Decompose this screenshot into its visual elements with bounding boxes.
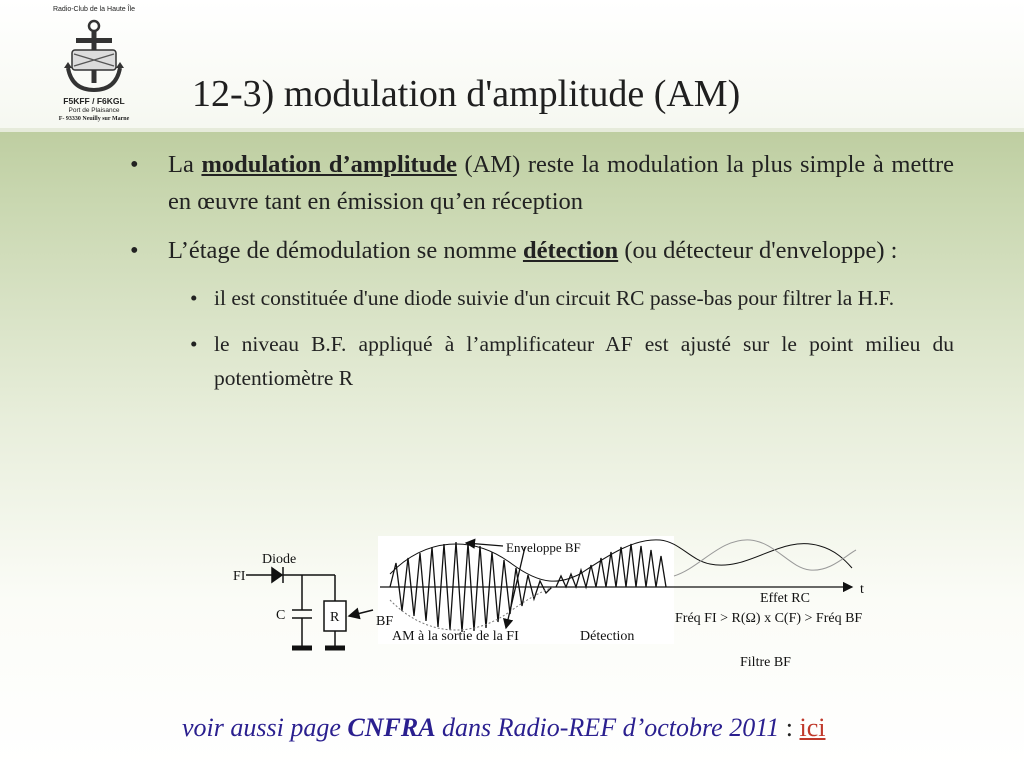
envelope-arrow (464, 538, 504, 549)
envelope-curve-lower (389, 586, 555, 631)
effet-rc-label: Effet RC (760, 591, 810, 606)
detection-label: Détection (580, 629, 634, 644)
club-logo: Radio-Club de la Haute Île F5KFF / F6KGL… (42, 6, 146, 122)
bullet-text: (AM) reste la modulation la plus simple … (168, 151, 954, 215)
bullet-glyph: • (130, 151, 139, 178)
logo-address: F- 93330 Neuilly sur Marne (58, 116, 130, 122)
footer-reference: voir aussi page CNFRA dans Radio-REF d’o… (182, 713, 826, 743)
bullet-glyph: • (190, 286, 198, 310)
logo-club-name: Radio-Club de la Haute Île (52, 6, 136, 13)
header (0, 0, 1024, 128)
frequency-condition: Fréq FI > R(Ω) x C(F) > Fréq BF (675, 611, 862, 626)
slide-title: 12-3) modulation d'amplitude (AM) (192, 73, 741, 115)
bullet-list: • La modulation d’amplitude (AM) reste l… (130, 146, 954, 407)
detection-panel (554, 536, 674, 644)
bullet-glyph: • (190, 332, 198, 356)
footer-text: dans Radio-REF d’octobre 2011 (435, 713, 780, 742)
footer-colon: : (779, 713, 800, 742)
detected-half-wave (555, 543, 667, 590)
logo-port: Port de Plaisance (68, 107, 120, 114)
bullet-glyph: • (130, 237, 139, 264)
t-axis-label: t (860, 582, 864, 597)
bullet-text: L’étage de démodulation se nomme (168, 237, 523, 264)
footer-text: voir aussi page (182, 713, 348, 742)
fi-label: FI (233, 569, 246, 584)
envelope-label: Enveloppe BF (506, 540, 581, 555)
resistor-label: R (330, 610, 340, 625)
filtered-output-wave (673, 539, 857, 577)
footer-cnfra: CNFRA (347, 713, 436, 742)
sub-bullet-text: le niveau B.F. appliqué à l’amplificateu… (214, 332, 954, 390)
detector-circuit (246, 566, 374, 651)
bullet-item: • La modulation d’amplitude (AM) reste l… (130, 146, 954, 220)
sub-bullet-item: • il est constituée d'une diode suivie d… (190, 281, 954, 315)
bf-label: BF (376, 614, 393, 629)
sub-bullet-text: il est constituée d'une diode suivie d'u… (214, 286, 895, 310)
envelope-arrow (503, 546, 526, 630)
bullet-text: La (168, 151, 202, 178)
header-divider (0, 128, 1024, 132)
am-output-label: AM à la sortie de la FI (392, 629, 519, 644)
sub-bullet-item: • le niveau B.F. appliqué à l’amplificat… (190, 327, 954, 395)
bullet-text: (ou détecteur d'enveloppe) : (618, 237, 898, 264)
bullet-emphasis: modulation d’amplitude (201, 151, 457, 178)
filtre-bf-label: Filtre BF (740, 655, 791, 670)
envelope-curve (389, 539, 853, 582)
diode-label: Diode (262, 552, 296, 567)
bullet-item: • L’étage de démodulation se nomme détec… (130, 232, 954, 269)
bullet-emphasis: détection (522, 237, 619, 264)
am-detection-diagram: Diode FI C R BF Enveloppe BF t Effet RC … (233, 536, 864, 670)
ici-link[interactable]: ici (799, 713, 826, 742)
am-carrier-wave (389, 541, 553, 633)
capacitor-label: C (276, 608, 285, 623)
anchor-icon (64, 19, 124, 93)
logo-callsign: F5KFF / F6KGL (63, 96, 125, 106)
